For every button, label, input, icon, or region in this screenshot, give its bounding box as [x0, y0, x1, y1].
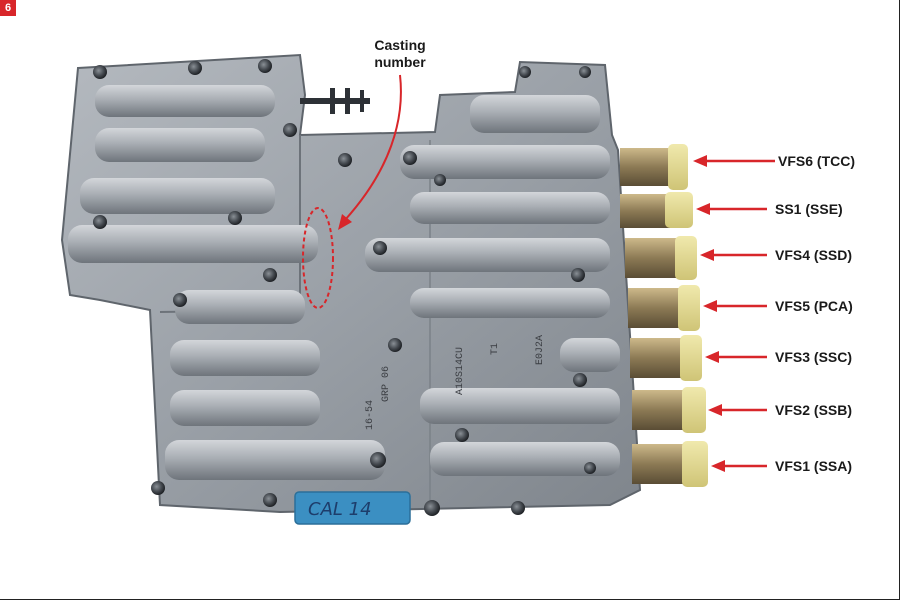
label-vfs5-pca: VFS5 (PCA) — [775, 298, 853, 314]
stamp-a10s14cu: A10S14CU — [455, 347, 466, 395]
casting-number-oval — [302, 207, 334, 309]
solenoid-vfs5 — [628, 285, 700, 331]
solenoid-stack — [620, 144, 708, 487]
label-vfs3-ssc: VFS3 (SSC) — [775, 349, 852, 365]
solenoid-vfs1 — [632, 441, 708, 487]
calibration-plate: CAL 14 — [294, 491, 411, 525]
arrow-vfs4 — [700, 249, 767, 261]
stamp-date: 16-54 — [365, 400, 376, 430]
solenoid-arrows — [693, 155, 775, 472]
casting-number-callout: Casting number — [338, 37, 426, 230]
casting-label-line2: number — [374, 54, 426, 70]
stamp-grp: GRP 06 — [381, 366, 392, 402]
casting-label-line1: Casting — [374, 37, 425, 53]
label-vfs4-ssd: VFS4 (SSD) — [775, 247, 852, 263]
stamp-t1: T1 — [490, 343, 501, 355]
arrow-ss1 — [696, 203, 767, 215]
bolts — [93, 59, 596, 516]
arrow-vfs5 — [703, 300, 767, 312]
label-vfs1-ssa: VFS1 (SSA) — [775, 458, 852, 474]
manual-valve-rod — [300, 88, 370, 114]
figure-number-badge: 6 — [0, 0, 16, 16]
solenoid-vfs3 — [630, 335, 702, 381]
solenoid-vfs4 — [625, 236, 697, 280]
label-vfs2-ssb: VFS2 (SSB) — [775, 402, 852, 418]
solenoid-vfs2 — [632, 387, 706, 433]
stamped-markings: A10S14CU T1 E0J2A GRP 06 16-54 — [365, 335, 546, 430]
right-valve-bores — [365, 95, 620, 476]
label-ss1-sse: SS1 (SSE) — [775, 201, 843, 217]
stamp-e0j2a: E0J2A — [535, 335, 546, 365]
arrow-vfs2 — [708, 404, 767, 416]
arrow-vfs6 — [693, 155, 775, 167]
solenoid-vfs6 — [620, 144, 688, 190]
arrow-vfs3 — [705, 351, 767, 363]
solenoid-ss1 — [620, 192, 693, 228]
calibration-plate-text: CAL 14 — [308, 499, 372, 520]
solenoid-labels: VFS6 (TCC) SS1 (SSE) VFS4 (SSD) VFS5 (PC… — [775, 153, 855, 474]
arrow-vfs1 — [711, 460, 767, 472]
left-valve-bores — [68, 85, 385, 480]
label-vfs6-tcc: VFS6 (TCC) — [778, 153, 855, 169]
